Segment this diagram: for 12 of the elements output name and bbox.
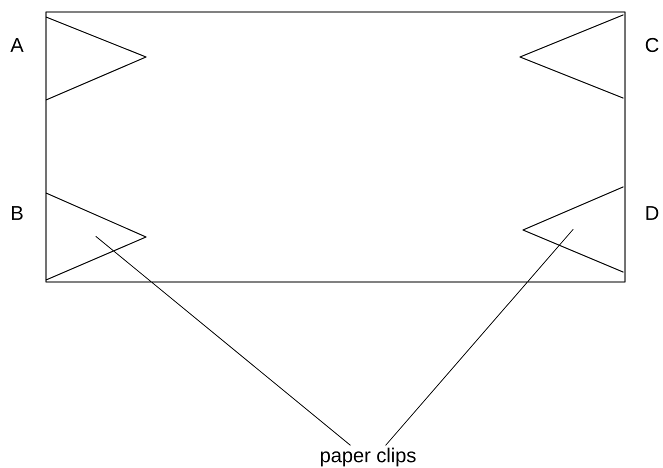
paper-clip — [45, 16, 147, 101]
paper-clip — [522, 186, 624, 273]
corner-letter: C — [646, 38, 658, 52]
corner-letter: B — [12, 206, 23, 220]
corner-letter: D — [646, 206, 658, 220]
paper-rectangle — [45, 11, 626, 283]
paper-clip — [45, 192, 147, 281]
corner-letter: A — [10, 38, 24, 52]
leader-line — [385, 229, 574, 446]
leader-line — [96, 236, 351, 446]
caption-text: paper clips — [320, 448, 416, 466]
paper-clip — [519, 14, 624, 99]
